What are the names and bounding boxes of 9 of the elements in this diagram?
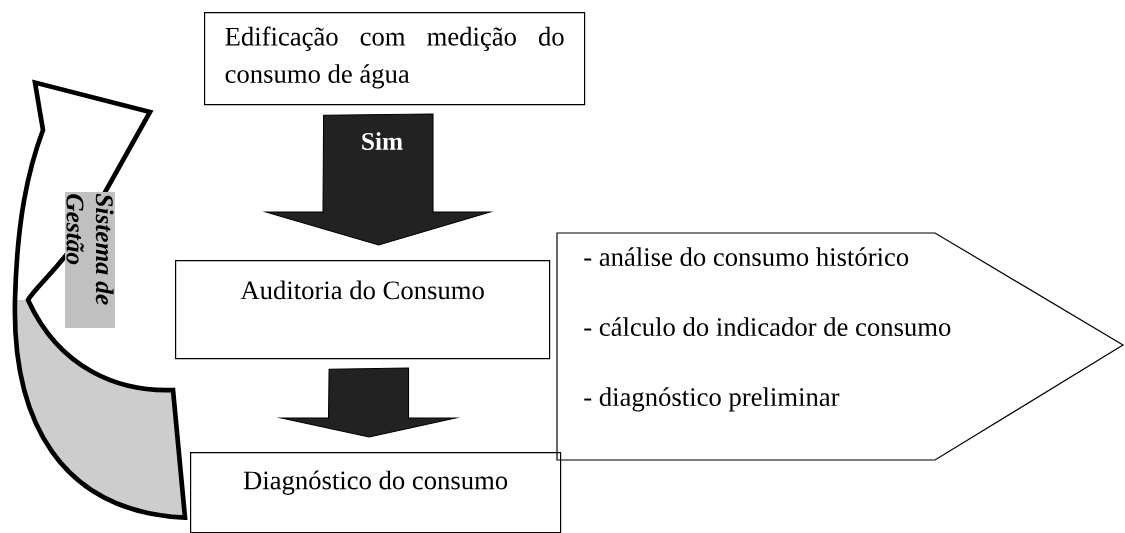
pentagon-arrow-box: - análise do consumo histórico - cálculo do indicador de consumo - diagnóstico preliminar [556,232,1125,461]
process-box: Edificação com medição do consumo de água [204,12,586,106]
edge-label: Sistema de Gestão [65,192,115,328]
process-box: Auditoria do Consumo [175,260,551,360]
block-arrow [262,113,494,246]
curved-arrow [12,80,188,520]
edge-label: Sim [362,132,403,150]
process-box: Diagnóstico do consumo [190,452,562,533]
block-arrow [276,367,461,438]
